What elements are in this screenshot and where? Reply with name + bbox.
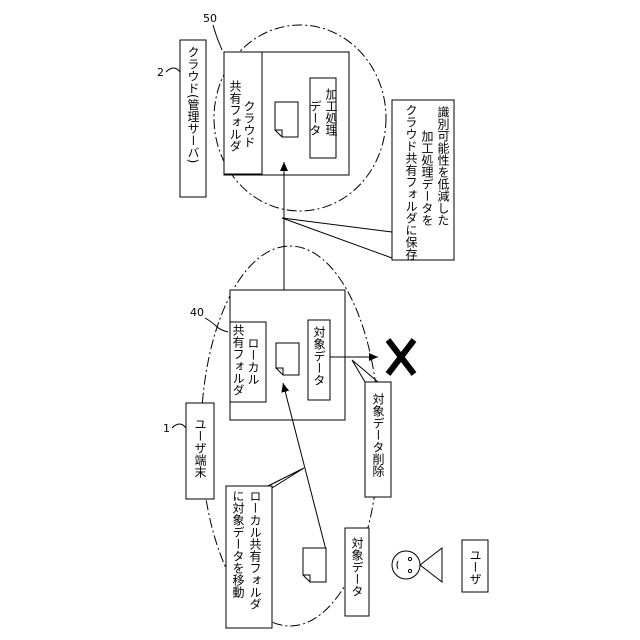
local-folder-label-line2: 共有フォルダ: [231, 324, 245, 396]
delete-callout-leader: [352, 360, 378, 382]
cloud-callout-leader: [282, 218, 392, 258]
user-terminal-ref-number: 1: [163, 422, 170, 435]
user-terminal-label: ユーザ端末: [193, 418, 207, 478]
cloud-label: クラウド(管理サーバ): [186, 46, 200, 164]
local-folder-label-line1: ローカル: [246, 337, 260, 385]
target-data-doc-label: 対象データ: [350, 537, 364, 597]
move-callout-line1: ローカル共有フォルダ: [248, 490, 262, 610]
x-mark-icon: [388, 340, 414, 374]
cloud-callout-line1: 識別可能性を低減した: [436, 106, 450, 226]
user-label: ユーザ: [468, 549, 482, 585]
move-callout-line2: に対象データを移動: [231, 490, 245, 598]
cloud-folder-label-line2: 共有フォルダ: [228, 80, 242, 152]
document-icon: [275, 102, 298, 137]
cloud-callout-line2: 加工処理データを: [420, 130, 434, 226]
cloud-folder-ref-leader: [213, 25, 222, 50]
processed-data-label-line1: 加工処理: [324, 88, 338, 136]
processed-data-label-line2: データ: [308, 100, 322, 136]
local-folder-ref-number: 40: [190, 306, 204, 319]
delete-callout-label: 対象データ削除: [371, 393, 385, 477]
move-callout-leader: [264, 468, 304, 488]
cloud-folder-ref-number: 50: [203, 12, 217, 25]
document-icon: [276, 343, 299, 375]
cloud-ref-number: 2: [157, 66, 164, 79]
document-icon: [303, 548, 326, 582]
target-data-in-folder-label: 対象データ: [312, 326, 326, 386]
cloud-folder-label-line1: クラウド: [242, 100, 256, 148]
cloud-callout-line3: クラウド共有フォルダに保存: [404, 104, 418, 260]
user-figure-icon: [392, 548, 442, 582]
